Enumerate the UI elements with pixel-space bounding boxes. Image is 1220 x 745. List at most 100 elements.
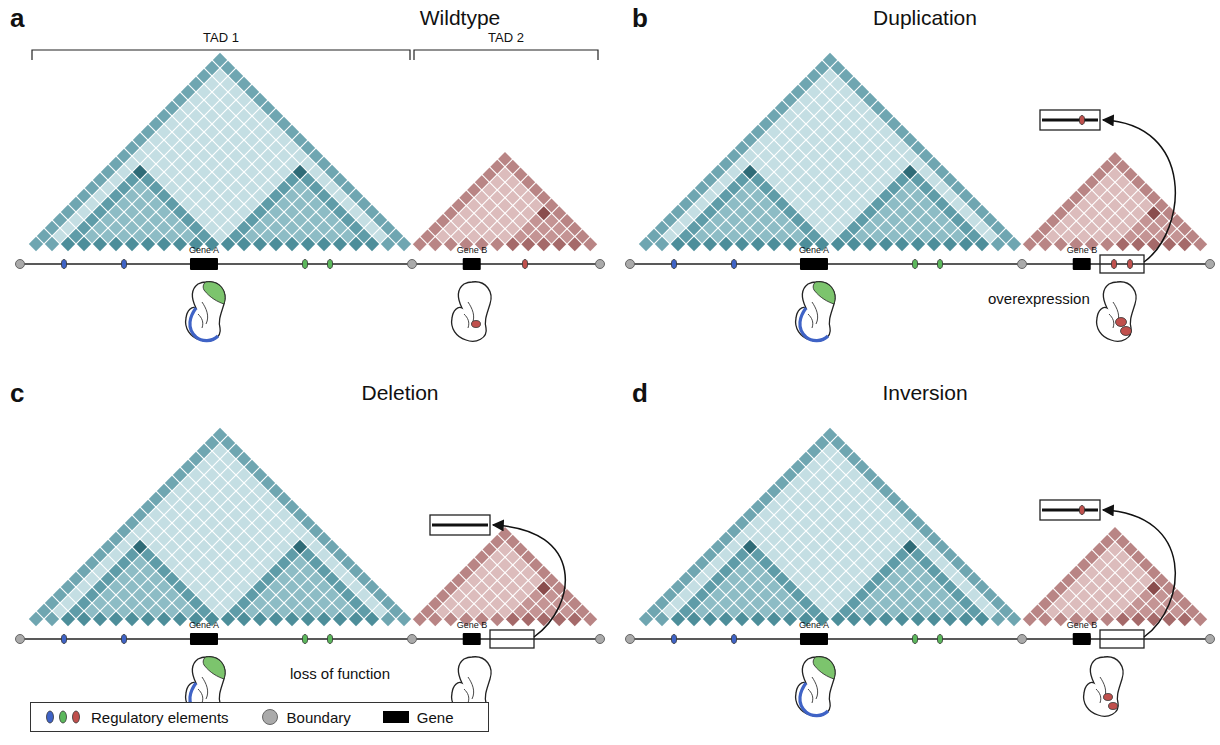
boundary-dot: [16, 260, 25, 269]
zoom-arrow: [1103, 510, 1175, 637]
panel-title: Inversion: [882, 381, 967, 404]
contact-cell: [1007, 612, 1021, 626]
panel-title: Wildtype: [420, 6, 501, 29]
boundary-dot: [596, 635, 605, 644]
gene-label: Gene B: [1067, 621, 1098, 631]
contact-cell: [397, 237, 411, 251]
regulatory-element: [937, 635, 942, 644]
boundary-dot: [408, 260, 417, 269]
limb-expression: [472, 321, 481, 328]
embryo-outline: [186, 282, 225, 341]
panel: [626, 53, 1215, 341]
gene-label: Gene A: [189, 621, 219, 631]
legend: Regulatory elementsBoundaryGene: [30, 702, 489, 732]
genome-line: [20, 263, 600, 264]
tad-bracket: [32, 50, 598, 60]
gene-box: Gene B: [457, 621, 488, 645]
zoom-line: [1042, 509, 1098, 512]
gene-box: Gene A: [799, 621, 829, 645]
tad-1-heatmap: [639, 53, 1021, 251]
embryo-detail: [464, 677, 474, 703]
gene-bar: [800, 258, 828, 270]
gene-box: Gene A: [189, 246, 219, 270]
embryo-outline: [1097, 282, 1136, 341]
regulatory-element: [1079, 116, 1084, 125]
embryo-detail: [808, 302, 818, 328]
panel-letter: c: [10, 379, 24, 408]
regulatory-element: [73, 711, 80, 723]
gene-label: Gene B: [1067, 246, 1098, 256]
boundary-dot: [1018, 260, 1027, 269]
brain-expression: [813, 657, 835, 679]
embryo-detail: [198, 302, 208, 328]
zoom-arrow: [1103, 120, 1175, 262]
genome-line: [630, 263, 1210, 264]
regulatory-element: [671, 260, 676, 269]
regulatory-element: [61, 260, 66, 269]
embryo-outline: [796, 282, 835, 341]
spine-expression: [190, 308, 218, 341]
regulatory-element: [327, 635, 332, 644]
gene-bar: [1073, 633, 1091, 645]
zoom-line: [432, 524, 488, 527]
limb-expression: [1104, 694, 1113, 701]
boundary-dot: [626, 260, 635, 269]
limb-expression: [1121, 327, 1132, 336]
embryo-outline: [452, 282, 491, 341]
panel-letter: d: [632, 379, 648, 408]
callout-box: [1100, 630, 1144, 648]
gene-box: Gene B: [1067, 246, 1098, 270]
annotation-label: loss of function: [290, 666, 390, 683]
tad-2-heatmap: [413, 527, 597, 626]
zoom-box: [1040, 500, 1100, 520]
boundary-dot: [408, 635, 417, 644]
annotation-label: TAD 1: [203, 31, 239, 45]
regulatory-element: [60, 711, 67, 723]
boundary-dot: [1018, 635, 1027, 644]
gene-bar: [463, 258, 481, 270]
annotation-label: TAD 2: [488, 31, 524, 45]
gene-label: Gene A: [799, 246, 829, 256]
regulatory-element: [47, 711, 54, 723]
panel-title: Deletion: [361, 381, 438, 404]
regulatory-element: [327, 260, 332, 269]
regulatory-element: [522, 260, 527, 269]
legend-text: Boundary: [287, 709, 351, 726]
embryo: [452, 282, 491, 341]
regulatory-element: [731, 635, 736, 644]
tad-1-heatmap: [639, 428, 1021, 626]
regulatory-element: [302, 260, 307, 269]
boundary-dot: [262, 710, 277, 725]
regulatory-element: [671, 635, 676, 644]
embryo: [186, 282, 225, 341]
legend-swatch: [261, 708, 279, 726]
callout-box: [1100, 255, 1144, 273]
gene-bar: [463, 633, 481, 645]
regulatory-element: [1079, 506, 1084, 515]
contact-cell: [1193, 612, 1207, 626]
gene-label: Gene A: [189, 246, 219, 256]
zoom-box: [430, 515, 490, 535]
gene-box: Gene B: [457, 246, 488, 270]
panel: [626, 428, 1215, 716]
regulatory-element: [121, 635, 126, 644]
zoom-arrow: [493, 525, 565, 637]
spine-expression: [800, 683, 828, 716]
legend-swatch: [43, 709, 83, 725]
panel-letter: b: [632, 4, 648, 33]
limb-expression: [1109, 703, 1118, 710]
gene-label: Gene B: [457, 246, 488, 256]
legend-item: Gene: [383, 709, 454, 726]
regulatory-element: [731, 260, 736, 269]
legend-item: Boundary: [261, 708, 351, 726]
panel-title: Duplication: [873, 6, 977, 29]
gene-bar: [190, 258, 218, 270]
gene-bar: [190, 633, 218, 645]
tad-2-heatmap: [1023, 152, 1207, 251]
contact-cell: [1007, 237, 1021, 251]
contact-cell: [583, 237, 597, 251]
embryo-detail: [198, 677, 208, 703]
gene-box: Gene A: [799, 246, 829, 270]
tad-2-heatmap: [413, 152, 597, 251]
